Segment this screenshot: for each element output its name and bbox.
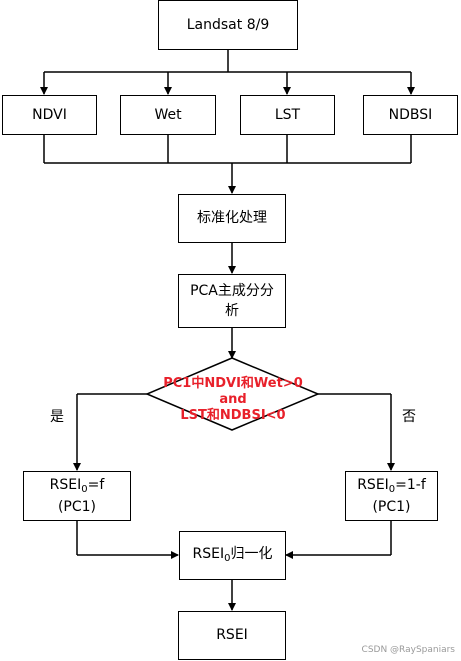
- decision-text: PC1中NDVI和Wet>0 and LST和NDBSI<0: [150, 376, 316, 424]
- source-label: Landsat 8/9: [186, 16, 270, 33]
- wet-label: Wet: [154, 106, 182, 123]
- watermark: CSDN @RaySpaniars: [361, 645, 455, 655]
- decision-line2: LST和NDBSI<0: [180, 408, 286, 423]
- normalize-box: RSEI0归一化: [179, 531, 286, 580]
- ndbsi-label: NDBSI: [388, 106, 433, 123]
- lst-box: LST: [240, 95, 335, 135]
- lst-label: LST: [274, 106, 301, 123]
- right-result-line2: (PC1): [372, 499, 411, 516]
- left-result-line1: RSEI0=f: [49, 476, 105, 495]
- ndbsi-box: NDBSI: [363, 95, 458, 135]
- right-result-box: RSEI0=1-f (PC1): [345, 471, 438, 521]
- normalize-label: RSEI0归一化: [192, 546, 273, 565]
- yes-label: 是: [50, 409, 64, 425]
- final-box: RSEI: [178, 611, 286, 660]
- final-label: RSEI: [216, 627, 248, 644]
- standardize-box: 标准化处理: [178, 194, 286, 243]
- left-result-line2: (PC1): [57, 499, 97, 516]
- ndvi-box: NDVI: [2, 95, 97, 135]
- pca-label-line1: PCA主成分分: [190, 282, 274, 299]
- decision-diamond: [145, 357, 320, 431]
- right-result-line1: RSEI0=1-f: [357, 476, 426, 495]
- no-label: 否: [402, 409, 416, 425]
- source-box: Landsat 8/9: [158, 0, 298, 50]
- wet-box: Wet: [120, 95, 216, 135]
- left-result-box: RSEI0=f (PC1): [23, 471, 131, 521]
- standardize-label: 标准化处理: [197, 210, 267, 227]
- pca-box: PCA主成分分 析: [178, 274, 286, 328]
- decision-line1: PC1中NDVI和Wet>0 and: [163, 376, 303, 407]
- ndvi-label: NDVI: [32, 106, 67, 123]
- pca-label-line2: 析: [225, 303, 239, 319]
